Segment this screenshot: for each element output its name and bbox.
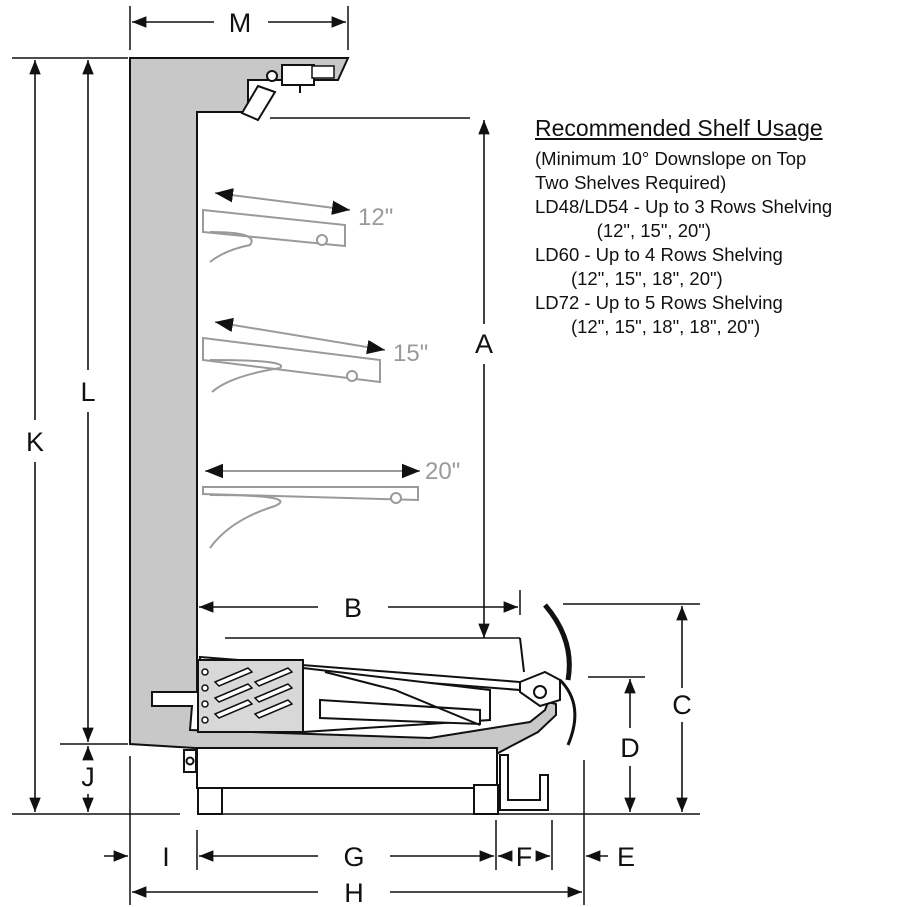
dim-label-M: M [229,8,252,38]
base-legs [183,747,549,815]
shelf-usage-title: Recommended Shelf Usage [535,115,823,141]
dim-label-E: E [617,842,635,872]
dim-label-D: D [620,733,640,763]
shelf-label-15: 15" [393,340,428,367]
dim-label-J: J [81,762,95,792]
note-line: Two Shelves Required) [535,172,727,193]
dim-label-H: H [344,878,364,907]
dim-label-G: G [343,842,364,872]
note-line: (Minimum 10° Downslope on Top [535,148,807,169]
dim-label-I: I [162,842,170,872]
shelf-15 [202,317,386,393]
shelf-12 [202,188,351,263]
case-wall [129,57,557,772]
note-line: LD72 - Up to 5 Rows Shelving [535,292,783,313]
dim-label-K: K [26,427,44,457]
shelf-usage-note: Recommended Shelf Usage (Minimum 10° Dow… [535,115,895,339]
shelf-label-20: 20" [425,458,460,485]
dim-label-C: C [672,690,692,720]
vent-slots [201,667,294,724]
dim-label-A: A [475,329,493,359]
note-line: LD60 - Up to 4 Rows Shelving [535,244,783,265]
canopy-light-fixture [240,64,335,122]
shelf-label-12: 12" [358,204,393,231]
note-line: LD48/LD54 - Up to 3 Rows Shelving [535,196,833,217]
dim-label-L: L [80,377,95,407]
note-line: (12", 15", 20") [535,220,711,241]
dim-label-F: F [516,842,533,872]
dim-label-B: B [344,593,362,623]
shelf-20 [202,463,420,549]
dimension-lines [29,16,688,898]
note-line: (12", 15", 18", 18", 20") [535,316,761,337]
note-line: (12", 15", 18", 20") [535,268,723,289]
